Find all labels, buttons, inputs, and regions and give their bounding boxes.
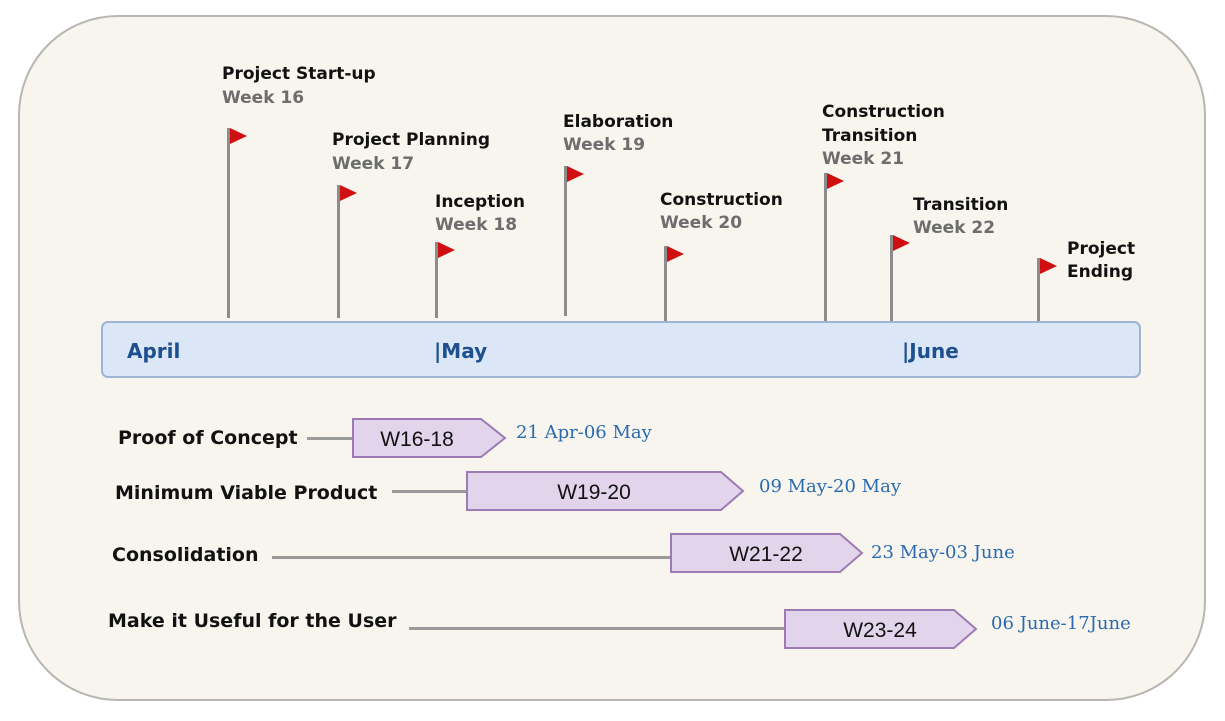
phase-code: W19-20 xyxy=(557,481,631,504)
milestone-title: Inception xyxy=(435,192,525,212)
milestone-title-line2: Ending xyxy=(1067,262,1133,282)
flag-icon xyxy=(340,185,357,201)
phase-dates: 23 May-03 June xyxy=(871,542,1015,563)
milestone-week: Week 19 xyxy=(563,135,646,155)
milestone-title: Construction xyxy=(660,190,783,210)
milestone-title: Construction xyxy=(822,102,945,122)
milestone-pole xyxy=(564,166,567,316)
phase-name: Minimum Viable Product xyxy=(115,482,378,504)
milestone-week: Week 17 xyxy=(332,154,415,174)
phase-connector xyxy=(392,490,468,493)
month-june: |June xyxy=(902,339,959,363)
milestone-title: Elaboration xyxy=(563,112,674,132)
phase-dates: 09 May-20 May xyxy=(759,476,901,497)
phase-bar xyxy=(784,609,978,649)
milestone-pole xyxy=(227,128,230,318)
phase-name: Make it Useful for the User xyxy=(108,610,397,632)
milestone-pole xyxy=(337,185,340,318)
flag-icon xyxy=(667,246,684,262)
milestone-title: Project Start-up xyxy=(222,64,376,84)
phase-dates: 21 Apr-06 May xyxy=(516,422,652,443)
month-april: April xyxy=(127,339,181,363)
flag-icon xyxy=(230,128,247,144)
phase-code: W16-18 xyxy=(380,428,454,451)
flag-icon xyxy=(438,242,455,258)
milestone-week: Week 22 xyxy=(913,218,996,238)
milestone-title-line2: Transition xyxy=(822,126,918,146)
phase-bar xyxy=(352,418,507,458)
milestone-title: Transition xyxy=(913,195,1009,215)
milestone-week: Week 21 xyxy=(822,149,905,169)
flag-icon xyxy=(567,166,584,182)
phase-bar xyxy=(670,533,864,573)
milestone-title: Project xyxy=(1067,239,1136,259)
flag-icon xyxy=(1040,258,1057,274)
phase-connector xyxy=(409,627,787,630)
phase-connector xyxy=(307,437,354,440)
milestone-week: Week 20 xyxy=(660,213,743,233)
phase-code: W21-22 xyxy=(729,543,803,566)
flag-icon xyxy=(827,173,844,189)
milestone-title: Project Planning xyxy=(332,130,491,150)
milestone-pole xyxy=(890,235,893,321)
phase-bar xyxy=(466,471,745,511)
phase-name: Proof of Concept xyxy=(118,427,298,449)
milestone-pole xyxy=(664,246,667,321)
phase-code: W23-24 xyxy=(843,619,917,642)
month-may: |May xyxy=(434,339,488,363)
milestone-pole xyxy=(435,242,438,318)
milestone-week: Week 16 xyxy=(222,88,305,108)
month-band xyxy=(101,321,1141,378)
milestone-pole xyxy=(1037,258,1040,321)
milestone-pole xyxy=(824,173,827,321)
flag-icon xyxy=(893,235,910,251)
milestone-week: Week 18 xyxy=(435,215,518,235)
phase-name: Consolidation xyxy=(112,544,259,566)
phase-connector xyxy=(272,556,672,559)
phase-dates: 06 June-17June xyxy=(991,613,1131,634)
